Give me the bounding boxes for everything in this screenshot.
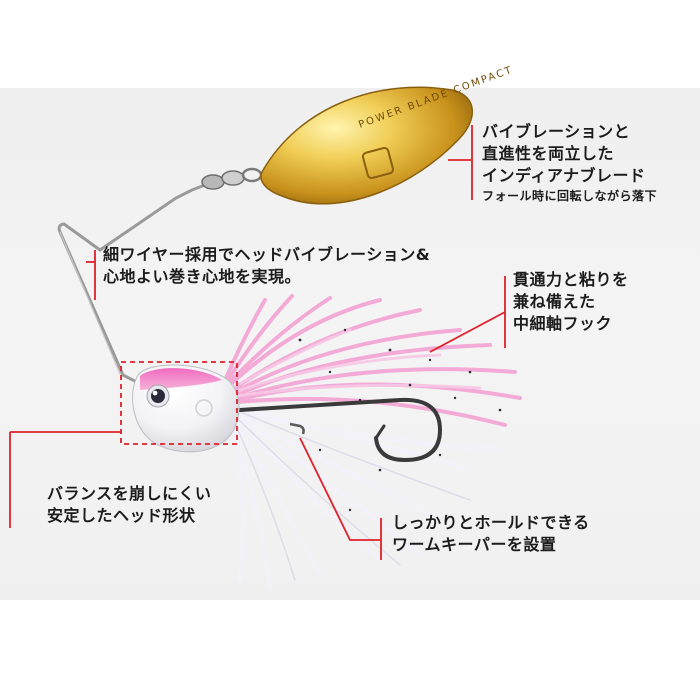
wire-arm	[57, 183, 207, 392]
wire-callout: 細ワイヤー採用でヘッドバイブレーション& 心地よい巻き心地を実現。	[103, 244, 430, 288]
indiana-blade: POWER BLADE COMPACT	[260, 65, 515, 205]
wire-callout-line-1: 細ワイヤー採用でヘッドバイブレーション&	[103, 245, 431, 264]
callout-lines	[9, 125, 506, 560]
blade-callout-line-2: 直進性を両立した	[482, 144, 615, 163]
keeper-callout-line-2: ワームキーパーを設置	[392, 535, 557, 554]
swivel	[201, 167, 263, 190]
head-callout-line-2: 安定したヘッド形状	[47, 506, 196, 525]
background-bottom-band	[0, 600, 700, 700]
blade-callout: バイブレーションと 直進性を両立した インディアナブレード フォール時に回転しな…	[482, 121, 657, 205]
hook-callout-line-2: 兼ね備えた	[513, 292, 596, 311]
hook	[238, 397, 443, 463]
hook-pointer	[429, 311, 506, 353]
hook-callout-line-1: 貫通力と粘りを	[513, 270, 629, 289]
blade-callout-note: フォール時に回転しながら落下	[482, 189, 658, 203]
worm-keeper	[289, 422, 305, 435]
hook-callout-line-3: 中細軸フック	[513, 314, 613, 333]
blade-callout-line-3: インディアナブレード	[482, 166, 646, 185]
keeper-pointer	[299, 437, 381, 541]
background-top-band	[0, 0, 700, 88]
head-callout: バランスを崩しにくい 安定したヘッド形状	[47, 483, 211, 527]
wire-callout-line-2: 心地よい巻き心地を実現。	[103, 267, 302, 286]
lure-head	[132, 364, 240, 453]
head-callout-line-1: バランスを崩しにくい	[47, 484, 212, 503]
blade-callout-line-1: バイブレーションと	[482, 122, 631, 141]
head-highlight-box	[120, 361, 238, 445]
keeper-callout: しっかりとホールドできる ワームキーパーを設置	[392, 512, 590, 556]
keeper-callout-line-1: しっかりとホールドできる	[392, 513, 590, 532]
hook-callout: 貫通力と粘りを 兼ね備えた 中細軸フック	[513, 269, 629, 335]
